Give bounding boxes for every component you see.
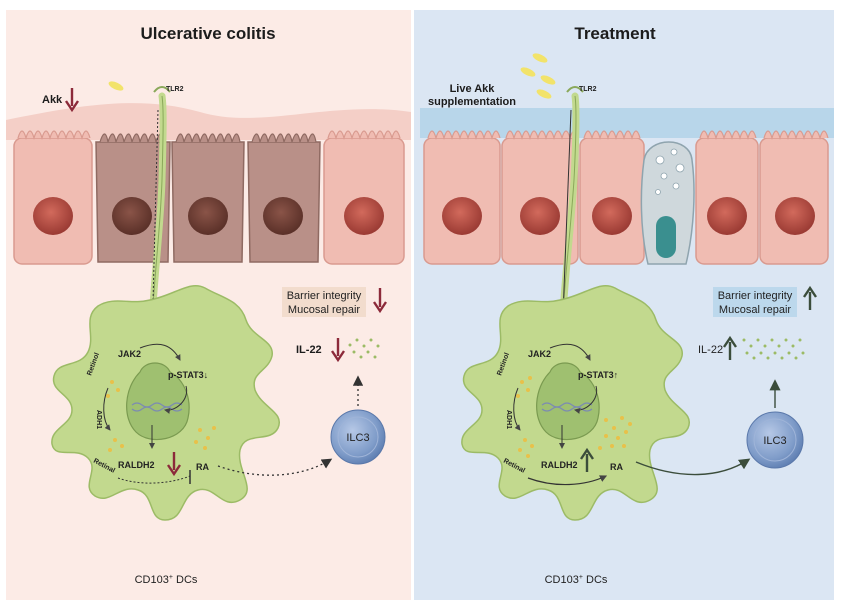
up-arrow-icon xyxy=(723,335,737,360)
epithelial-cell xyxy=(579,130,645,265)
dc-caption: CD103+ DCs xyxy=(545,574,608,586)
ilc3-cell xyxy=(746,411,804,469)
ra-to-ilc3-arrow xyxy=(635,458,751,476)
live-akk-label: Live Akk xyxy=(450,83,496,95)
tlr2-receptor-icon xyxy=(153,86,171,93)
dc-caption: CD103+ DCs xyxy=(135,574,198,586)
il22-label: IL-22 xyxy=(698,344,723,356)
adh1-label: ADH1 xyxy=(505,410,512,429)
ra-to-ilc3-dotted-arrow xyxy=(217,458,333,476)
jak2-label: JAK2 xyxy=(118,349,141,359)
ilc3-cell xyxy=(330,409,386,465)
epithelium-right xyxy=(423,130,829,265)
barrier-integrity-text: Barrier integrity xyxy=(718,290,793,302)
nucleus xyxy=(775,197,815,235)
goblet-nucleus xyxy=(656,216,676,258)
pstat3-label: p-STAT3↓ xyxy=(168,370,208,380)
jak2-arrow xyxy=(139,343,181,361)
left-panel: Ulcerative colitis xyxy=(6,10,411,600)
down-arrow-icon xyxy=(331,338,345,363)
dna-icon xyxy=(541,402,593,408)
right-panel-title: Treatment xyxy=(574,24,656,43)
nucleus xyxy=(188,197,228,235)
adh1-arrow xyxy=(513,387,521,431)
nucleus xyxy=(263,197,303,235)
nucleus xyxy=(112,197,152,235)
tlr2-label: TLR2 xyxy=(166,86,184,93)
raldh2-pathway-blocked xyxy=(117,475,191,484)
pstat3-arrow xyxy=(574,385,598,414)
nucleus xyxy=(707,197,747,235)
akk-bacteria-icon xyxy=(520,53,556,99)
pstat3-arrow xyxy=(164,385,188,414)
supplementation-label: supplementation xyxy=(428,96,516,108)
epithelial-cell xyxy=(13,130,93,265)
dc-nucleus xyxy=(126,362,190,441)
down-arrow-icon xyxy=(65,88,79,113)
up-arrow-icon xyxy=(580,447,594,472)
ilc3-label: ILC3 xyxy=(346,432,369,444)
ilc3-inner xyxy=(753,418,797,462)
il22-cytokine-dots xyxy=(742,338,805,360)
raldh2-pathway-arrow xyxy=(527,475,608,486)
damaged-epithelial-cell xyxy=(171,133,245,263)
up-arrow-icon xyxy=(803,285,817,310)
ilc3-label: ILC3 xyxy=(763,435,786,447)
nucleus xyxy=(442,197,482,235)
down-arrow-icon xyxy=(167,452,181,477)
mucosal-repair-text: Mucosal repair xyxy=(288,304,360,316)
raldh2-label: RALDH2 xyxy=(118,460,155,470)
tlr2-receptor-icon xyxy=(566,86,584,93)
raldh2-label: RALDH2 xyxy=(541,460,578,470)
nucleus xyxy=(33,197,73,235)
damaged-epithelial-cell xyxy=(95,133,171,263)
nucleus xyxy=(592,197,632,235)
tlr2-label: TLR2 xyxy=(579,86,597,93)
akk-label: Akk xyxy=(42,94,63,106)
ilc3-inner xyxy=(337,416,379,458)
il22-cytokine-dots xyxy=(348,338,380,359)
epithelial-cell xyxy=(501,130,579,265)
mucus-layer xyxy=(6,103,411,140)
epithelium-left xyxy=(13,130,405,265)
pstat3-label: p-STAT3↑ xyxy=(578,370,618,380)
goblet-cell xyxy=(640,141,695,265)
barrier-box xyxy=(713,287,797,317)
jak2-arrow xyxy=(549,343,591,361)
akk-bacterium-icon xyxy=(108,81,124,91)
il22-label: IL-22 xyxy=(296,344,322,356)
epithelial-cell xyxy=(759,130,829,265)
barrier-box xyxy=(282,287,366,317)
mucosal-repair-text: Mucosal repair xyxy=(719,304,791,316)
down-arrow-icon xyxy=(373,288,387,314)
adh1-arrow xyxy=(103,387,111,431)
barrier-integrity-text: Barrier integrity xyxy=(287,290,362,302)
right-panel: Treatment xyxy=(414,10,834,600)
nucleus xyxy=(520,197,560,235)
left-panel-title: Ulcerative colitis xyxy=(140,24,275,43)
epithelial-cell xyxy=(695,130,759,265)
damaged-epithelial-cell xyxy=(247,133,321,263)
retinoic-acid-dots xyxy=(106,380,216,452)
epithelial-cell xyxy=(423,130,501,265)
retinoic-acid-dots xyxy=(516,376,632,458)
ra-label: RA xyxy=(196,462,209,472)
ra-label: RA xyxy=(610,462,623,472)
dna-icon xyxy=(131,402,183,408)
adh1-label: ADH1 xyxy=(95,410,102,429)
nucleus xyxy=(344,197,384,235)
jak2-label: JAK2 xyxy=(528,349,551,359)
epithelial-cell xyxy=(323,130,405,265)
dc-nucleus xyxy=(536,362,600,441)
